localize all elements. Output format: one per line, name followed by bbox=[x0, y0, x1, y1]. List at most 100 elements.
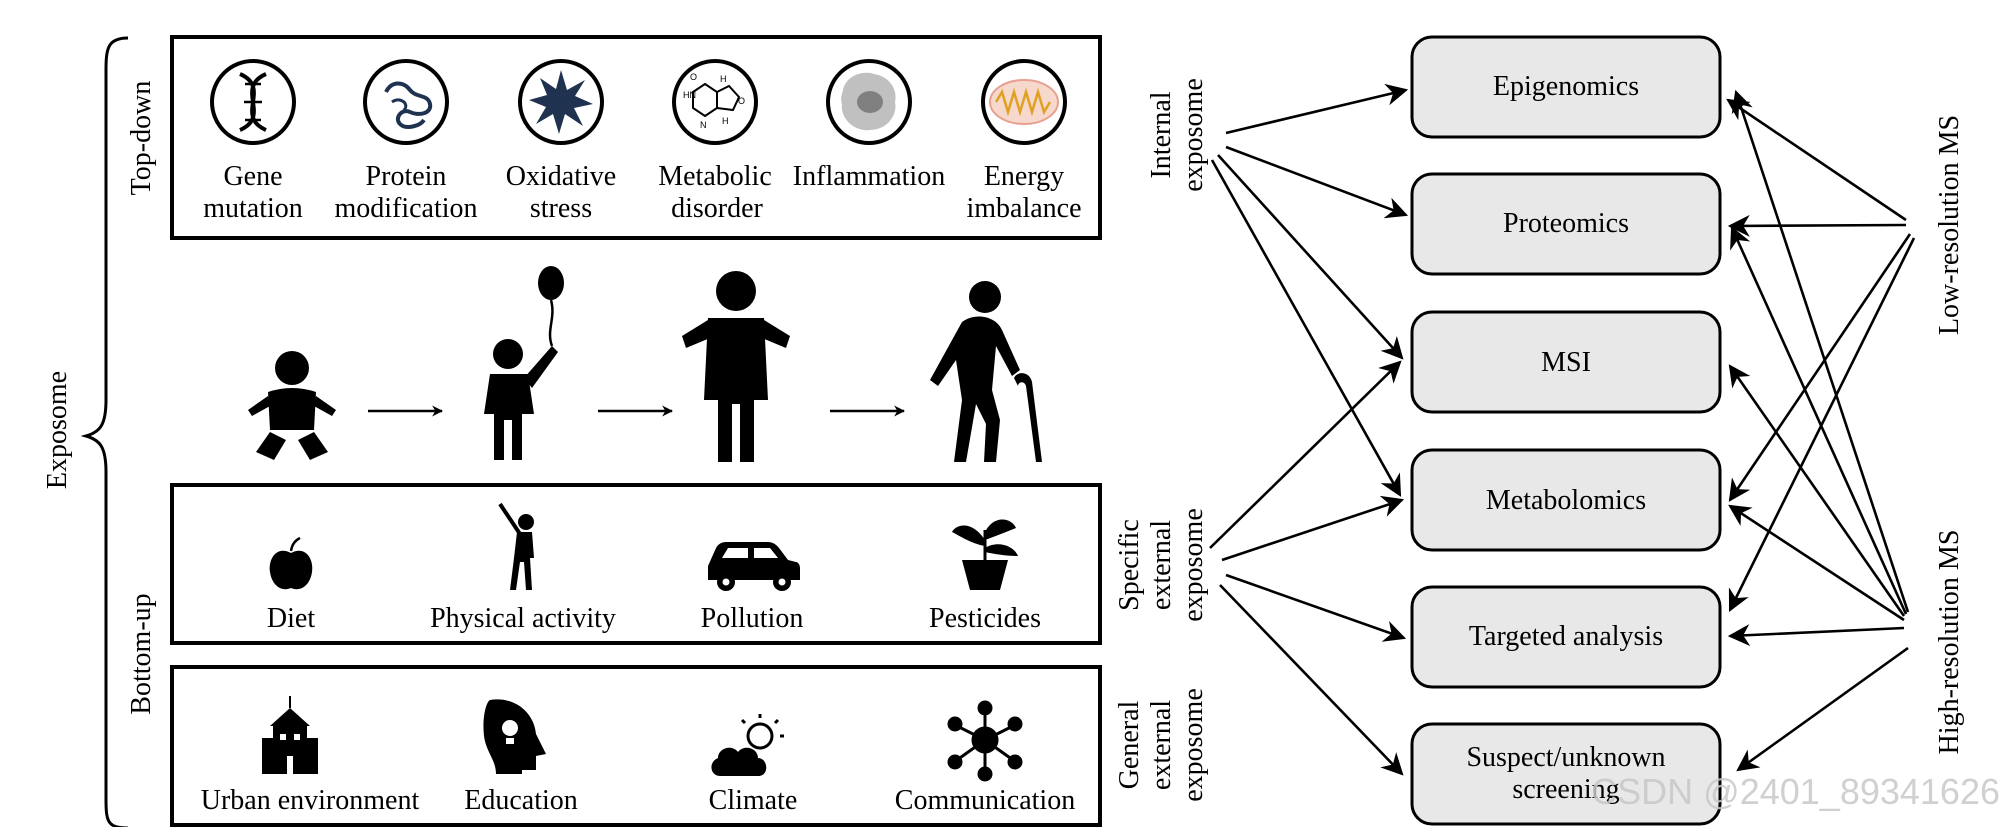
svg-text:O: O bbox=[690, 72, 697, 82]
svg-text:O: O bbox=[738, 96, 745, 106]
internal-label-line1: Internal bbox=[1146, 91, 1177, 178]
arrow-low-to-proteomics bbox=[1727, 214, 1907, 237]
omics-label: Epigenomics bbox=[1493, 71, 1639, 102]
exposure-diet: Diet bbox=[267, 536, 315, 634]
head-lightbulb-icon bbox=[483, 699, 546, 774]
arrow-specific-to-msi bbox=[1209, 360, 1402, 549]
general-label-line1: General bbox=[1114, 700, 1145, 789]
mechanism-label-line2: disorder bbox=[671, 193, 763, 224]
arrow-specific-to-metabolomics bbox=[1221, 495, 1405, 562]
mechanism-gene-mutation: Gene mutation bbox=[203, 59, 303, 224]
baseball-player-icon bbox=[498, 502, 534, 590]
exposure-label: Pollution bbox=[701, 603, 804, 634]
general-label-line2: external bbox=[1146, 700, 1177, 790]
mitochondria-icon bbox=[981, 59, 1067, 145]
mechanism-energy-imbalance: Energy imbalance bbox=[966, 59, 1082, 224]
omics-metabolomics: Metabolomics bbox=[1410, 448, 1722, 552]
mechanism-label-line2: mutation bbox=[203, 193, 303, 224]
omics-label: MSI bbox=[1541, 347, 1591, 378]
school-building-icon bbox=[262, 696, 318, 774]
arrow-high-to-suspect-screening bbox=[1736, 646, 1909, 772]
specific-label-line1: Specific bbox=[1114, 519, 1145, 611]
protein-icon bbox=[363, 59, 449, 145]
arrow-specific-to-targeted-analysis bbox=[1225, 573, 1407, 642]
exposure-label: Physical activity bbox=[430, 603, 616, 634]
ms-arrows bbox=[1726, 89, 1916, 772]
exposure-urban-environment: Urban environment bbox=[201, 696, 419, 816]
arrow-high-to-proteomics bbox=[1730, 225, 1908, 615]
mechanism-protein-modification: Protein modification bbox=[334, 59, 478, 224]
general-exposures-box bbox=[170, 665, 1102, 827]
dna-icon bbox=[210, 59, 296, 145]
mechanism-label-line2: stress bbox=[530, 193, 592, 224]
arrow-low-to-targeted-analysis bbox=[1728, 237, 1916, 612]
svg-text:N: N bbox=[700, 120, 707, 130]
arrow-low-to-epigenomics bbox=[1726, 98, 1907, 222]
omics-msi: MSI bbox=[1410, 310, 1722, 414]
arrow-high-to-msi bbox=[1728, 364, 1906, 617]
mechanism-label-line1: Gene bbox=[223, 161, 282, 192]
sun-cloud-icon bbox=[711, 714, 784, 776]
mechanism-label-line1: Oxidative bbox=[506, 161, 616, 192]
omics-label: Targeted analysis bbox=[1469, 621, 1663, 652]
exposure-label: Climate bbox=[709, 785, 798, 816]
mechanism-label-line2: modification bbox=[334, 193, 477, 224]
exposome-brace bbox=[80, 36, 129, 827]
exposure-communication: Communication bbox=[895, 700, 1075, 816]
network-icon bbox=[947, 700, 1023, 782]
arrow-internal-to-metabolomics bbox=[1210, 159, 1402, 497]
bottom-up-label: Bottom-up bbox=[126, 593, 157, 714]
molecule-icon: HN H O N H O bbox=[672, 59, 758, 145]
exposure-climate: Climate bbox=[709, 714, 798, 816]
arrow-internal-to-proteomics bbox=[1225, 145, 1409, 219]
specific-external-exposome-label: Specific external exposome bbox=[1114, 508, 1209, 622]
watermark: CSDN @2401_89341626 bbox=[1591, 771, 2000, 812]
high-resolution-ms-label: High-resolution MS bbox=[1934, 530, 1965, 755]
arrow-internal-to-epigenomics bbox=[1225, 83, 1409, 135]
top-down-box bbox=[170, 35, 1102, 240]
top-down-label: Top-down bbox=[126, 81, 157, 196]
svg-text:H: H bbox=[722, 116, 729, 126]
exposure-pesticides: Pesticides bbox=[929, 519, 1041, 634]
exposure-label: Communication bbox=[895, 785, 1075, 816]
internal-label-line2: exposome bbox=[1178, 78, 1209, 192]
adult-icon bbox=[682, 271, 790, 462]
burst-icon bbox=[518, 59, 604, 145]
potted-plant-icon bbox=[952, 519, 1018, 590]
cell-icon bbox=[826, 59, 912, 145]
omics-label: Metabolomics bbox=[1486, 485, 1646, 516]
mechanism-metabolic-disorder: HN H O N H O Metabolic disorder bbox=[658, 59, 772, 224]
omics-proteomics: Proteomics bbox=[1410, 172, 1722, 276]
svg-text:H: H bbox=[720, 74, 727, 84]
general-external-exposome-label: General external exposome bbox=[1114, 688, 1209, 802]
mechanism-label-line1: Energy bbox=[984, 161, 1064, 192]
omics-label-line1: Suspect/unknown bbox=[1466, 742, 1665, 773]
mechanism-label-line1: Metabolic bbox=[658, 161, 772, 192]
mechanism-label-line2: imbalance bbox=[966, 193, 1081, 224]
omics-label-line2: screening bbox=[1512, 774, 1619, 805]
arrow-high-to-epigenomics bbox=[1731, 89, 1910, 613]
mechanism-inflammation: Inflammation bbox=[793, 59, 945, 192]
exposome-label: Exposome bbox=[42, 371, 73, 489]
mechanism-label-line1: Inflammation bbox=[793, 161, 945, 192]
exposome-arrows bbox=[1209, 83, 1409, 776]
exposure-pollution: Pollution bbox=[701, 542, 804, 634]
specific-label-line3: exposome bbox=[1178, 508, 1209, 622]
internal-exposome-label: Internal exposome bbox=[1146, 78, 1209, 192]
arrow-specific-to-suspect-screening bbox=[1219, 584, 1404, 776]
life-stages bbox=[248, 266, 1042, 462]
omics-suspect-unknown-screening: Suspect/unknown screening bbox=[1410, 722, 1722, 826]
omics-label: Proteomics bbox=[1503, 208, 1629, 239]
exposure-label: Pesticides bbox=[929, 603, 1041, 634]
apple-icon bbox=[269, 536, 313, 590]
low-resolution-ms-label: Low-resolution MS bbox=[1934, 115, 1965, 335]
omics-targeted-analysis: Targeted analysis bbox=[1410, 585, 1722, 689]
car-icon bbox=[708, 542, 800, 591]
exposure-education: Education bbox=[464, 699, 578, 816]
child-with-balloon-icon bbox=[484, 266, 564, 460]
general-label-line3: exposome bbox=[1178, 688, 1209, 802]
specific-exposures-box bbox=[170, 483, 1102, 645]
arrow-internal-to-msi bbox=[1217, 154, 1404, 360]
arrow-high-to-metabolomics bbox=[1728, 504, 1905, 622]
